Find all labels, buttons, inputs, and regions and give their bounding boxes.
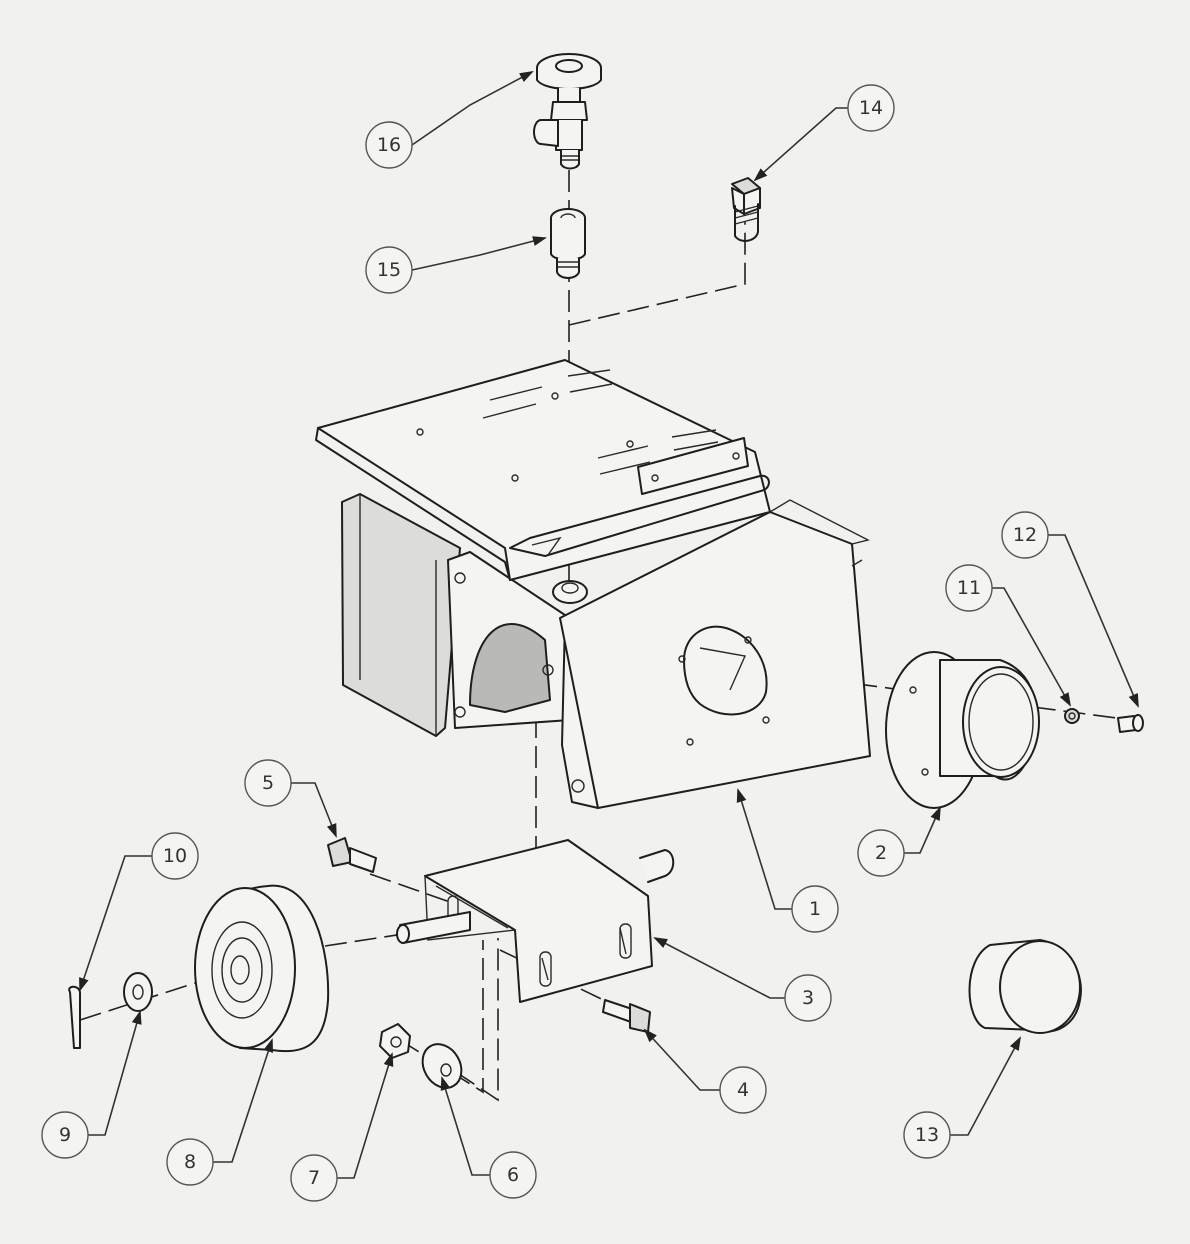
part-small-screw (1117, 714, 1144, 733)
callout-12-label: 12 (1013, 524, 1037, 546)
callout-15-label: 15 (377, 259, 401, 281)
callout-11: 11 (945, 564, 993, 612)
callout-16-label: 16 (377, 134, 401, 156)
callout-8-label: 8 (184, 1151, 196, 1173)
part-washer-right (421, 1043, 463, 1089)
part-end-cap (968, 939, 1082, 1034)
part-valve-assembly (533, 53, 602, 170)
part-bolt-lower (602, 999, 651, 1033)
callout-14-label: 14 (859, 97, 883, 119)
callout-14: 14 (847, 84, 895, 132)
callout-8: 8 (166, 1138, 214, 1186)
callout-15: 15 (365, 246, 413, 294)
part-wheel (194, 884, 330, 1053)
callout-4: 4 (719, 1066, 767, 1114)
callout-6: 6 (489, 1151, 537, 1199)
callout-10: 10 (151, 832, 199, 880)
callout-9-label: 9 (59, 1124, 71, 1146)
callout-6-label: 6 (507, 1164, 519, 1186)
part-bolt-upper (327, 837, 377, 873)
part-adapter-fitting (550, 208, 586, 279)
part-washer-left (123, 972, 153, 1012)
callout-13: 13 (903, 1111, 951, 1159)
part-nut (379, 1023, 411, 1059)
callout-5-label: 5 (262, 772, 274, 794)
callout-3-label: 3 (802, 987, 814, 1009)
part-cotter-pin (68, 985, 81, 1049)
callout-7: 7 (290, 1154, 338, 1202)
callout-9: 9 (41, 1111, 89, 1159)
callout-2: 2 (857, 829, 905, 877)
callout-12: 12 (1001, 511, 1049, 559)
part-pipe-plug (731, 177, 761, 242)
callout-1-label: 1 (809, 898, 821, 920)
callout-16: 16 (365, 121, 413, 169)
callout-leaders (79, 71, 1139, 1179)
callout-10-label: 10 (163, 845, 187, 867)
callout-11-label: 11 (957, 577, 981, 599)
part-mounting-bracket (396, 839, 675, 1003)
callout-4-label: 4 (737, 1079, 749, 1101)
callout-5: 5 (244, 759, 292, 807)
callout-2-label: 2 (875, 842, 887, 864)
part-flange-sleeve (885, 651, 1040, 809)
part-housing (315, 359, 871, 809)
callout-13-label: 13 (915, 1124, 939, 1146)
callout-1: 1 (791, 885, 839, 933)
part-small-nut (1064, 708, 1080, 724)
callout-3: 3 (784, 974, 832, 1022)
callout-7-label: 7 (308, 1167, 320, 1189)
